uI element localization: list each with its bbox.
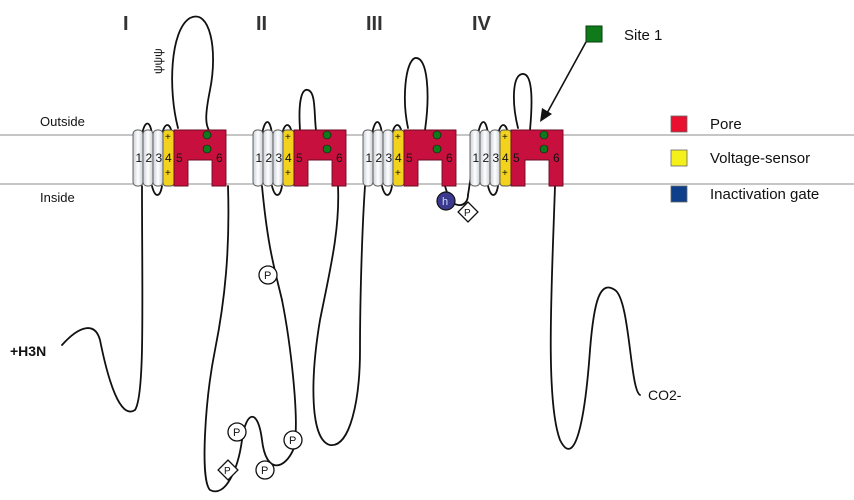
legend-swatch-pore	[670, 115, 688, 133]
phosphorylation-site: P	[258, 265, 278, 285]
segment-number: 6	[216, 151, 223, 165]
phosphorylation-site-diamond: P	[217, 459, 239, 481]
segment-number: 4	[165, 151, 172, 165]
n-terminus-label: +H3N	[10, 343, 46, 359]
domain-label-iii: III	[366, 13, 383, 35]
inactivation-gate-label: h	[442, 196, 448, 208]
segment-number: 3	[493, 151, 500, 165]
pore-segments	[293, 129, 347, 187]
segment-number: 1	[473, 151, 480, 165]
site1-residue	[432, 144, 442, 154]
pore-segments	[173, 129, 227, 187]
inactivation-gate: h	[436, 191, 456, 211]
site1-label: Site 1	[624, 27, 662, 44]
segment-number: 6	[446, 151, 453, 165]
segment-number: 1	[366, 151, 373, 165]
charge-plus: +	[285, 168, 291, 179]
phosphorylation-site: P	[255, 460, 275, 480]
c-terminus-label: CO2-	[648, 387, 682, 403]
site1-arrowhead	[540, 108, 552, 122]
legend-label-pore: Pore	[710, 116, 742, 133]
legend-swatch-inactivation-gate	[670, 185, 688, 203]
domain-label-ii: II	[256, 13, 267, 35]
polypeptide-chain	[61, 15, 641, 493]
segment-number: 5	[176, 151, 183, 165]
charge-plus: +	[502, 168, 508, 179]
phospho-label: P	[264, 270, 271, 282]
segment-number: 2	[146, 151, 153, 165]
site1-legend-swatch	[585, 25, 603, 43]
phosphorylation-site: P	[283, 430, 303, 450]
domain-label-i: I	[123, 13, 129, 35]
charge-plus: +	[502, 132, 508, 143]
domain-label-iv: IV	[472, 13, 492, 35]
legend-label-inactivation-gate: Inactivation gate	[710, 186, 819, 203]
legend-label-voltage-sensor: Voltage-sensor	[710, 150, 810, 167]
phospho-label: P	[261, 465, 268, 477]
legend-swatch-voltage-sensor	[670, 149, 688, 167]
segment-number: 2	[376, 151, 383, 165]
site1-residue	[322, 130, 332, 140]
phospho-label: P	[224, 466, 231, 477]
segment-number: 4	[502, 151, 509, 165]
phospho-label: P	[464, 208, 471, 219]
site1-arrow	[545, 41, 587, 116]
segment-number: 3	[276, 151, 283, 165]
segment-number: 5	[406, 151, 413, 165]
inside-label: Inside	[40, 190, 75, 205]
site1-residue	[322, 144, 332, 154]
charge-plus: +	[285, 132, 291, 143]
segment-number: 5	[296, 151, 303, 165]
site1-residue	[202, 130, 212, 140]
charge-plus: +	[165, 132, 171, 143]
segment-number: 3	[156, 151, 163, 165]
segment-number: 5	[513, 151, 520, 165]
site1-residue	[539, 144, 549, 154]
pore-segments	[510, 129, 564, 187]
glycosylation-label: ψψψ	[151, 48, 165, 74]
legend: Pore Voltage-sensor Inactivation gate	[670, 115, 819, 203]
phosphorylation-site: P	[227, 422, 247, 442]
phosphorylation-site-diamond: P	[457, 201, 479, 223]
segment-number: 6	[336, 151, 343, 165]
segment-number: 3	[386, 151, 393, 165]
phospho-label: P	[289, 435, 296, 447]
phospho-label: P	[233, 427, 240, 439]
site1-residue	[432, 130, 442, 140]
segment-number: 4	[395, 151, 402, 165]
site1-residue	[202, 144, 212, 154]
segment-number: 1	[256, 151, 263, 165]
pore-segments	[403, 129, 457, 187]
site1-residue	[539, 130, 549, 140]
outside-label: Outside	[40, 114, 85, 129]
segment-number: 4	[285, 151, 292, 165]
segment-number: 6	[553, 151, 560, 165]
segment-number: 2	[266, 151, 273, 165]
segment-number: 1	[136, 151, 143, 165]
segment-number: 2	[483, 151, 490, 165]
charge-plus: +	[165, 168, 171, 179]
charge-plus: +	[395, 132, 401, 143]
charge-plus: +	[395, 168, 401, 179]
